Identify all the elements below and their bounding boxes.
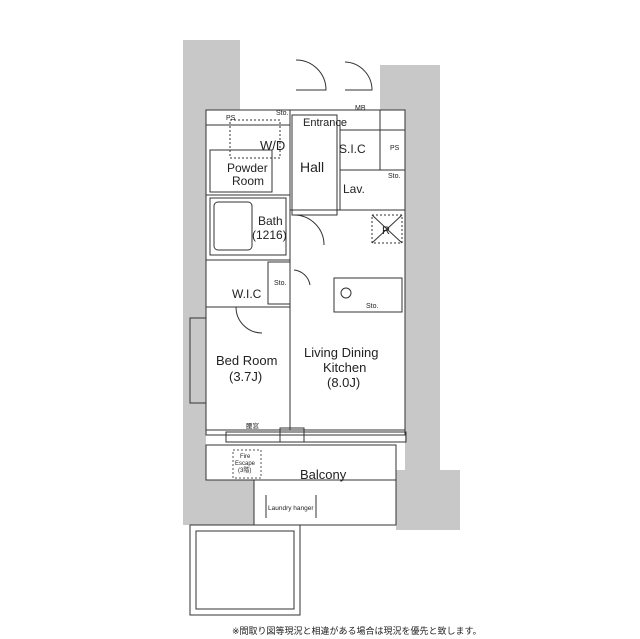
label-r: R [382, 225, 390, 237]
label-sto-wic: Sto. [274, 280, 287, 287]
disclaimer-note: ※間取り図等現況と相違がある場合は現況を優先と致します。 [232, 627, 482, 637]
label-sic: S.I.C [339, 142, 366, 156]
label-sto-entrance: Sto. [276, 110, 289, 117]
label-laundry-hanger: Laundry hanger [268, 505, 314, 512]
label-entrance: Entrance [303, 117, 347, 129]
right-wall [405, 110, 440, 470]
label-window: 腰窓 [246, 421, 260, 430]
label-fire-1: Fire [240, 454, 251, 460]
label-ps-left: PS [226, 115, 236, 122]
label-ps-right: PS [390, 145, 400, 152]
label-lav: Lav. [343, 182, 365, 196]
unit-outline [205, 109, 406, 436]
label-fire-2: Escape [235, 461, 256, 467]
label-bath: Bath [258, 214, 283, 228]
balcony-lower [253, 479, 397, 526]
label-bedroom-size: (3.7J) [229, 369, 262, 384]
label-balcony: Balcony [300, 467, 347, 482]
internal-walls [189, 59, 407, 443]
bottom-left-wall [206, 480, 254, 525]
label-ldk-2: Kitchen [323, 360, 366, 375]
label-sto-kitchen: Sto. [366, 303, 379, 310]
label-powder-1: Powder [227, 161, 268, 175]
label-hall: Hall [300, 159, 324, 175]
label-sto-lav: Sto. [388, 173, 401, 180]
label-fire-3: (3階) [238, 466, 251, 474]
label-ldk-size: (8.0J) [327, 375, 360, 390]
left-wall [183, 40, 206, 525]
label-powder-2: Room [232, 174, 264, 188]
label-wic: W.I.C [232, 287, 262, 301]
bottom-right-wall [396, 470, 460, 530]
fire-escape-hatch [232, 449, 262, 479]
label-ldk-1: Living Dining [304, 345, 378, 360]
label-mb: MB [355, 105, 366, 112]
label-bedroom: Bed Room [216, 353, 277, 368]
label-bath-size: (1216) [252, 228, 287, 242]
label-wd: W/D [260, 138, 285, 153]
lower-outline [189, 524, 301, 616]
top-right-wall [380, 65, 440, 110]
top-left-wall [206, 40, 240, 110]
